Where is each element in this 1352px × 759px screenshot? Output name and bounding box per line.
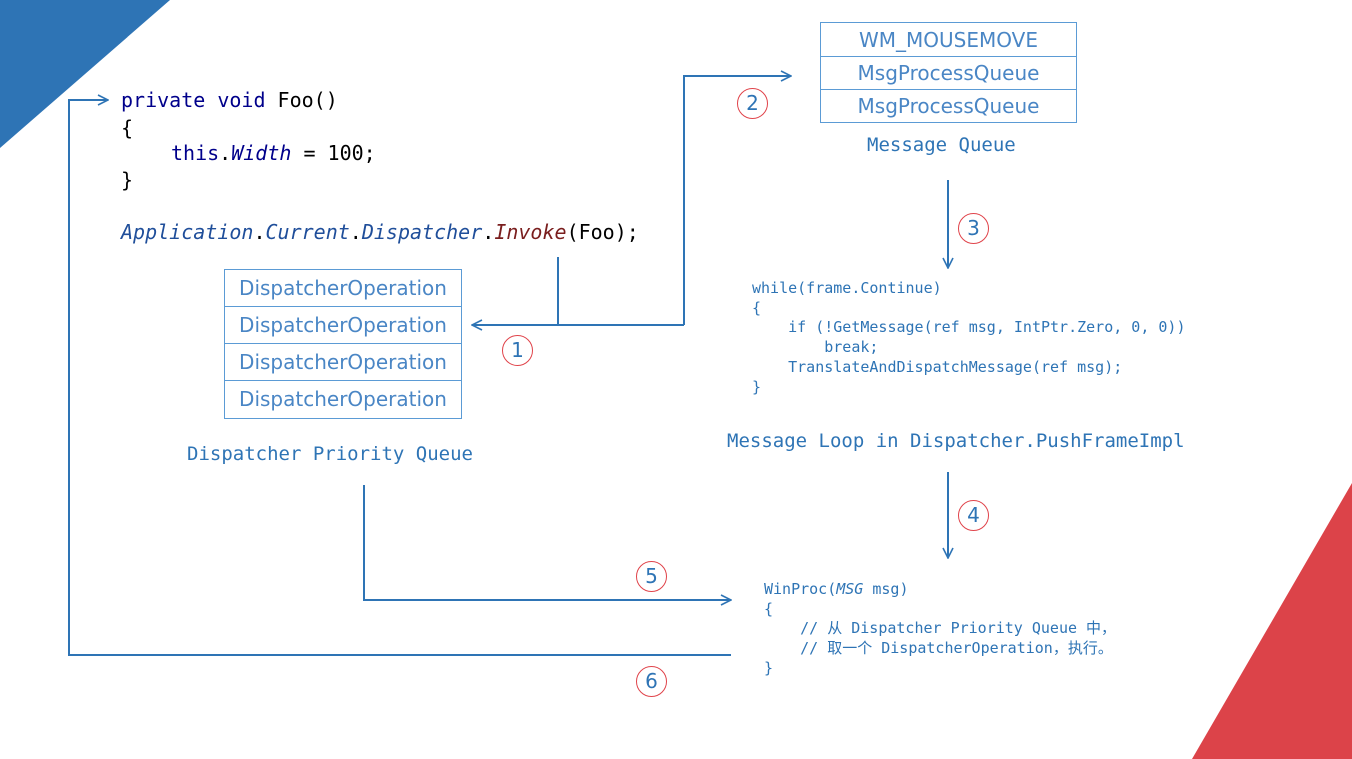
corner-triangle-blue	[0, 0, 170, 148]
dispatcher-queue-caption: Dispatcher Priority Queue	[187, 443, 473, 465]
dispatcher-operation-item: DispatcherOperation	[239, 387, 447, 411]
winproc-signature: WinProc(MSG msg)	[764, 580, 1116, 600]
step-badge-2: 2	[737, 88, 768, 119]
code-dot: .	[219, 141, 232, 165]
loop-code-line: }	[752, 377, 762, 396]
code-dot: .	[253, 220, 266, 244]
winproc-comment-line: // 取一个 DispatcherOperation，执行。	[764, 639, 1113, 658]
keyword-private-void: private void	[121, 88, 266, 112]
loop-code-line: if (!GetMessage(ref msg, IntPtr.Zero, 0,…	[752, 318, 1186, 337]
arrow-dispatcher-queue-to-winproc	[363, 485, 731, 600]
winproc-open-brace: {	[764, 599, 774, 618]
step-badge-4: 4	[958, 500, 989, 531]
step-badge-5: 5	[636, 561, 667, 592]
property-width: Width	[231, 141, 292, 165]
winproc-name: WinProc(	[764, 580, 837, 598]
loop-code-line: TranslateAndDispatchMessage(ref msg);	[752, 357, 1123, 376]
message-queue: WM_MOUSEMOVE MsgProcessQueue MsgProcessQ…	[820, 22, 1077, 123]
keyword-this: this	[171, 141, 220, 165]
code-dot: .	[349, 220, 362, 244]
step-badge-1: 1	[502, 335, 533, 366]
dispatcher-operation-item: DispatcherOperation	[225, 344, 461, 381]
message-queue-item: MsgProcessQueue	[857, 94, 1040, 118]
dispatcher-operation-item: DispatcherOperation	[225, 270, 461, 307]
code-line-close-brace: }	[121, 168, 134, 192]
message-queue-item: MsgProcessQueue	[821, 57, 1076, 90]
loop-code-line: break;	[752, 338, 879, 357]
property-current: Current	[265, 220, 350, 244]
step-badge-6: 6	[636, 666, 667, 697]
loop-code-line: {	[752, 298, 762, 317]
winproc-close-brace: }	[764, 658, 774, 677]
winproc-comment-line: // 从 Dispatcher Priority Queue 中，	[764, 619, 1117, 638]
message-queue-item: WM_MOUSEMOVE	[821, 23, 1076, 57]
winproc-param-type: MSG	[836, 580, 864, 598]
dispatcher-operation-item: DispatcherOperation	[225, 307, 461, 344]
assignment-value: = 100;	[291, 141, 376, 165]
code-line-open-brace: {	[121, 116, 134, 140]
message-loop-caption: Message Loop in Dispatcher.PushFrameImpl	[727, 430, 1185, 452]
code-line-width-assign: this.Width = 100;	[171, 140, 376, 166]
type-application: Application	[121, 220, 254, 244]
method-invoke: Invoke	[494, 220, 567, 244]
method-name-foo: Foo()	[265, 88, 338, 112]
code-line-foo-signature: private void Foo()	[121, 87, 338, 113]
winproc-param-name: msg)	[863, 580, 909, 598]
dispatcher-priority-queue: DispatcherOperation DispatcherOperation …	[224, 269, 462, 419]
loop-code-line: while(frame.Continue)	[752, 279, 942, 297]
arrow-to-message-queue	[683, 76, 791, 325]
corner-triangle-red	[1192, 483, 1352, 759]
invoke-arguments: (Foo);	[566, 220, 639, 244]
message-loop-code: while(frame.Continue){ if (!GetMessage(r…	[752, 279, 1185, 397]
code-line-invoke: Application.Current.Dispatcher.Invoke(Fo…	[121, 219, 639, 245]
message-queue-caption: Message Queue	[867, 134, 1016, 156]
arrow-winproc-back-to-foo	[68, 100, 731, 656]
property-dispatcher: Dispatcher	[361, 220, 483, 244]
code-dot: .	[482, 220, 495, 244]
winproc-code: WinProc(MSG msg){ // 从 Dispatcher Priori…	[764, 580, 1116, 679]
step-badge-3: 3	[958, 213, 989, 244]
